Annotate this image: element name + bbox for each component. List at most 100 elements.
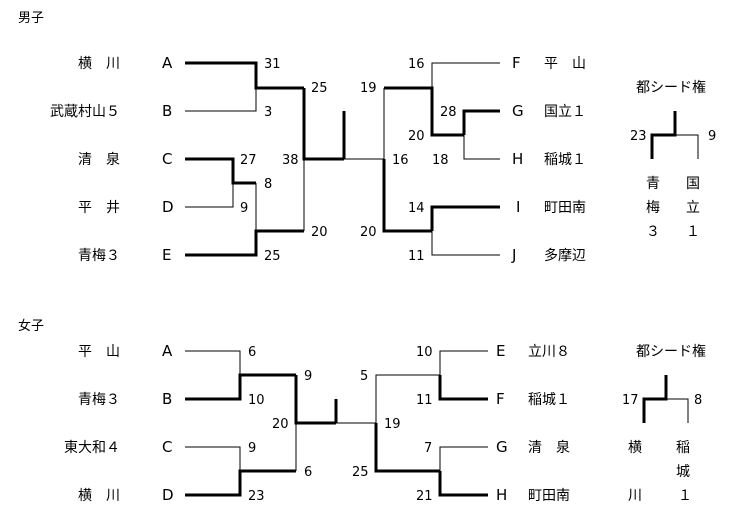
boys-team-b-name: 武蔵村山５ (50, 104, 120, 120)
boys-path-g-winner (462, 109, 500, 135)
girls-team-b-letter: B (162, 390, 172, 408)
girls-path-right-semi-bottom (374, 423, 440, 473)
boys-score-h: 18 (432, 153, 449, 168)
boys-team-h-name: 稲城１ (544, 152, 586, 168)
girls-team-e-name: 立川８ (528, 344, 570, 360)
boys-seed-loser-line (675, 134, 699, 159)
boys-seed-right-char-3: １ (686, 224, 700, 240)
girls-team-b-name: 青梅３ (78, 392, 120, 408)
girls-score-f: 11 (416, 393, 433, 408)
boys-team-a-letter: A (162, 54, 173, 72)
girls-score-left-semi-bottom: 6 (304, 465, 312, 480)
girls-path-a (185, 350, 241, 375)
girls-seed-title: 都シード権 (636, 343, 706, 360)
boys-team-g-letter: G (512, 102, 524, 120)
boys-score-final-right: 16 (392, 153, 409, 168)
boys-score-cd: 8 (264, 177, 272, 192)
girls-section: 女子 平 山 青梅３ 東大和４ 横 川 A B C D E F G H 立川８ … (18, 318, 706, 504)
girls-score-final-left: 20 (272, 417, 289, 432)
girls-path-left-semi-winner (294, 375, 336, 425)
boys-section: 男子 横 川 武蔵村山５ 清 泉 平 井 青梅３ A B C D E F G H… (18, 11, 716, 264)
boys-score-d: 9 (240, 201, 248, 216)
boys-team-j-name: 多摩辺 (544, 247, 586, 264)
boys-seed-title: 都シード権 (636, 79, 706, 96)
boys-path-c-winner (185, 157, 256, 185)
girls-team-f-name: 稲城１ (528, 392, 570, 408)
girls-path-e (439, 350, 488, 375)
girls-score-g: 7 (424, 441, 432, 456)
boys-team-d-letter: D (162, 198, 174, 216)
boys-score-right-semi-top: 19 (360, 81, 377, 96)
girls-score-c: 9 (248, 441, 256, 456)
girls-score-e: 10 (416, 345, 433, 360)
girls-bracket-lines-right (374, 350, 488, 497)
girls-path-d-winner (185, 469, 296, 497)
girls-team-a-letter: A (162, 342, 173, 360)
boys-team-f-name: 平 山 (544, 56, 586, 72)
boys-team-b-letter: B (162, 102, 172, 120)
girls-seed-loser-line (666, 398, 689, 423)
boys-score-right-semi-bottom: 20 (360, 225, 377, 240)
boys-path-gh-winner (384, 86, 464, 137)
girls-team-a-name: 平 山 (78, 344, 120, 360)
boys-path-f (431, 62, 500, 88)
girls-path-b-winner (185, 373, 296, 401)
girls-score-left-semi-top: 9 (304, 369, 312, 384)
boys-seed-left-char-3: ３ (646, 224, 660, 240)
boys-team-c-letter: C (162, 150, 172, 168)
boys-seed-left-score: 23 (630, 129, 647, 144)
girls-team-g-name: 清 泉 (528, 439, 570, 456)
girls-team-d-letter: D (162, 486, 174, 504)
boys-bracket-lines-left (185, 61, 384, 257)
girls-bracket-lines-left (185, 350, 376, 497)
boys-score-gh: 20 (408, 129, 425, 144)
boys-path-j (431, 231, 500, 256)
girls-team-g-letter: G (496, 438, 508, 456)
girls-seed-left-char-2: 川 (628, 488, 642, 504)
girls-seed-winner-line (642, 375, 668, 423)
girls-seed-box: 都シード権 17 8 横 川 稲 城 １ (622, 343, 706, 504)
girls-team-e-letter: E (496, 342, 505, 360)
girls-score-final-right: 19 (384, 417, 401, 432)
girls-seed-right-char-1: 稲 (676, 440, 690, 456)
girls-team-d-name: 横 川 (78, 488, 120, 504)
boys-team-e-letter: E (162, 246, 171, 264)
boys-seed-right-score: 9 (708, 129, 716, 144)
boys-seed-winner-line (650, 111, 677, 159)
girls-seed-right-score: 8 (694, 393, 702, 408)
girls-seed-left-char-1: 横 (628, 440, 642, 456)
boys-score-f: 16 (408, 57, 425, 72)
boys-score-left-semi-top: 25 (311, 81, 328, 96)
boys-team-i-name: 町田南 (544, 200, 586, 216)
girls-score-d: 23 (248, 489, 265, 504)
girls-path-h-winner (438, 471, 488, 497)
boys-seed-left-char-1: 青 (646, 176, 660, 192)
boys-score-final-left: 38 (282, 153, 299, 168)
boys-team-e-name: 青梅３ (78, 248, 120, 264)
boys-score-e: 25 (264, 249, 281, 264)
girls-seed-left-score: 17 (622, 393, 639, 408)
girls-path-g (439, 446, 488, 471)
boys-seed-right-char-2: 立 (686, 200, 700, 216)
girls-score-b: 10 (248, 393, 265, 408)
girls-seed-right-char-3: １ (678, 488, 692, 504)
boys-score-b: 3 (264, 105, 272, 120)
girls-score-right-semi-top: 5 (360, 369, 368, 384)
boys-path-e-winner (185, 229, 304, 257)
girls-team-c-letter: C (162, 438, 172, 456)
boys-team-a-name: 横 川 (78, 56, 120, 72)
boys-seed-left-char-2: 梅 (646, 200, 660, 216)
boys-path-d (185, 183, 234, 208)
girls-score-h: 21 (416, 489, 433, 504)
girls-seed-right-char-2: 城 (676, 464, 690, 480)
boys-team-c-name: 清 泉 (78, 151, 120, 168)
boys-section-label: 男子 (18, 11, 44, 26)
boys-path-h (463, 135, 500, 160)
girls-team-c-name: 東大和４ (64, 440, 120, 456)
boys-team-f-letter: F (512, 54, 521, 72)
boys-path-left-semi-winner (302, 88, 344, 161)
boys-score-left-semi-bottom: 20 (311, 225, 328, 240)
boys-team-h-letter: H (512, 150, 523, 168)
girls-score-right-semi-bottom: 25 (352, 465, 369, 480)
